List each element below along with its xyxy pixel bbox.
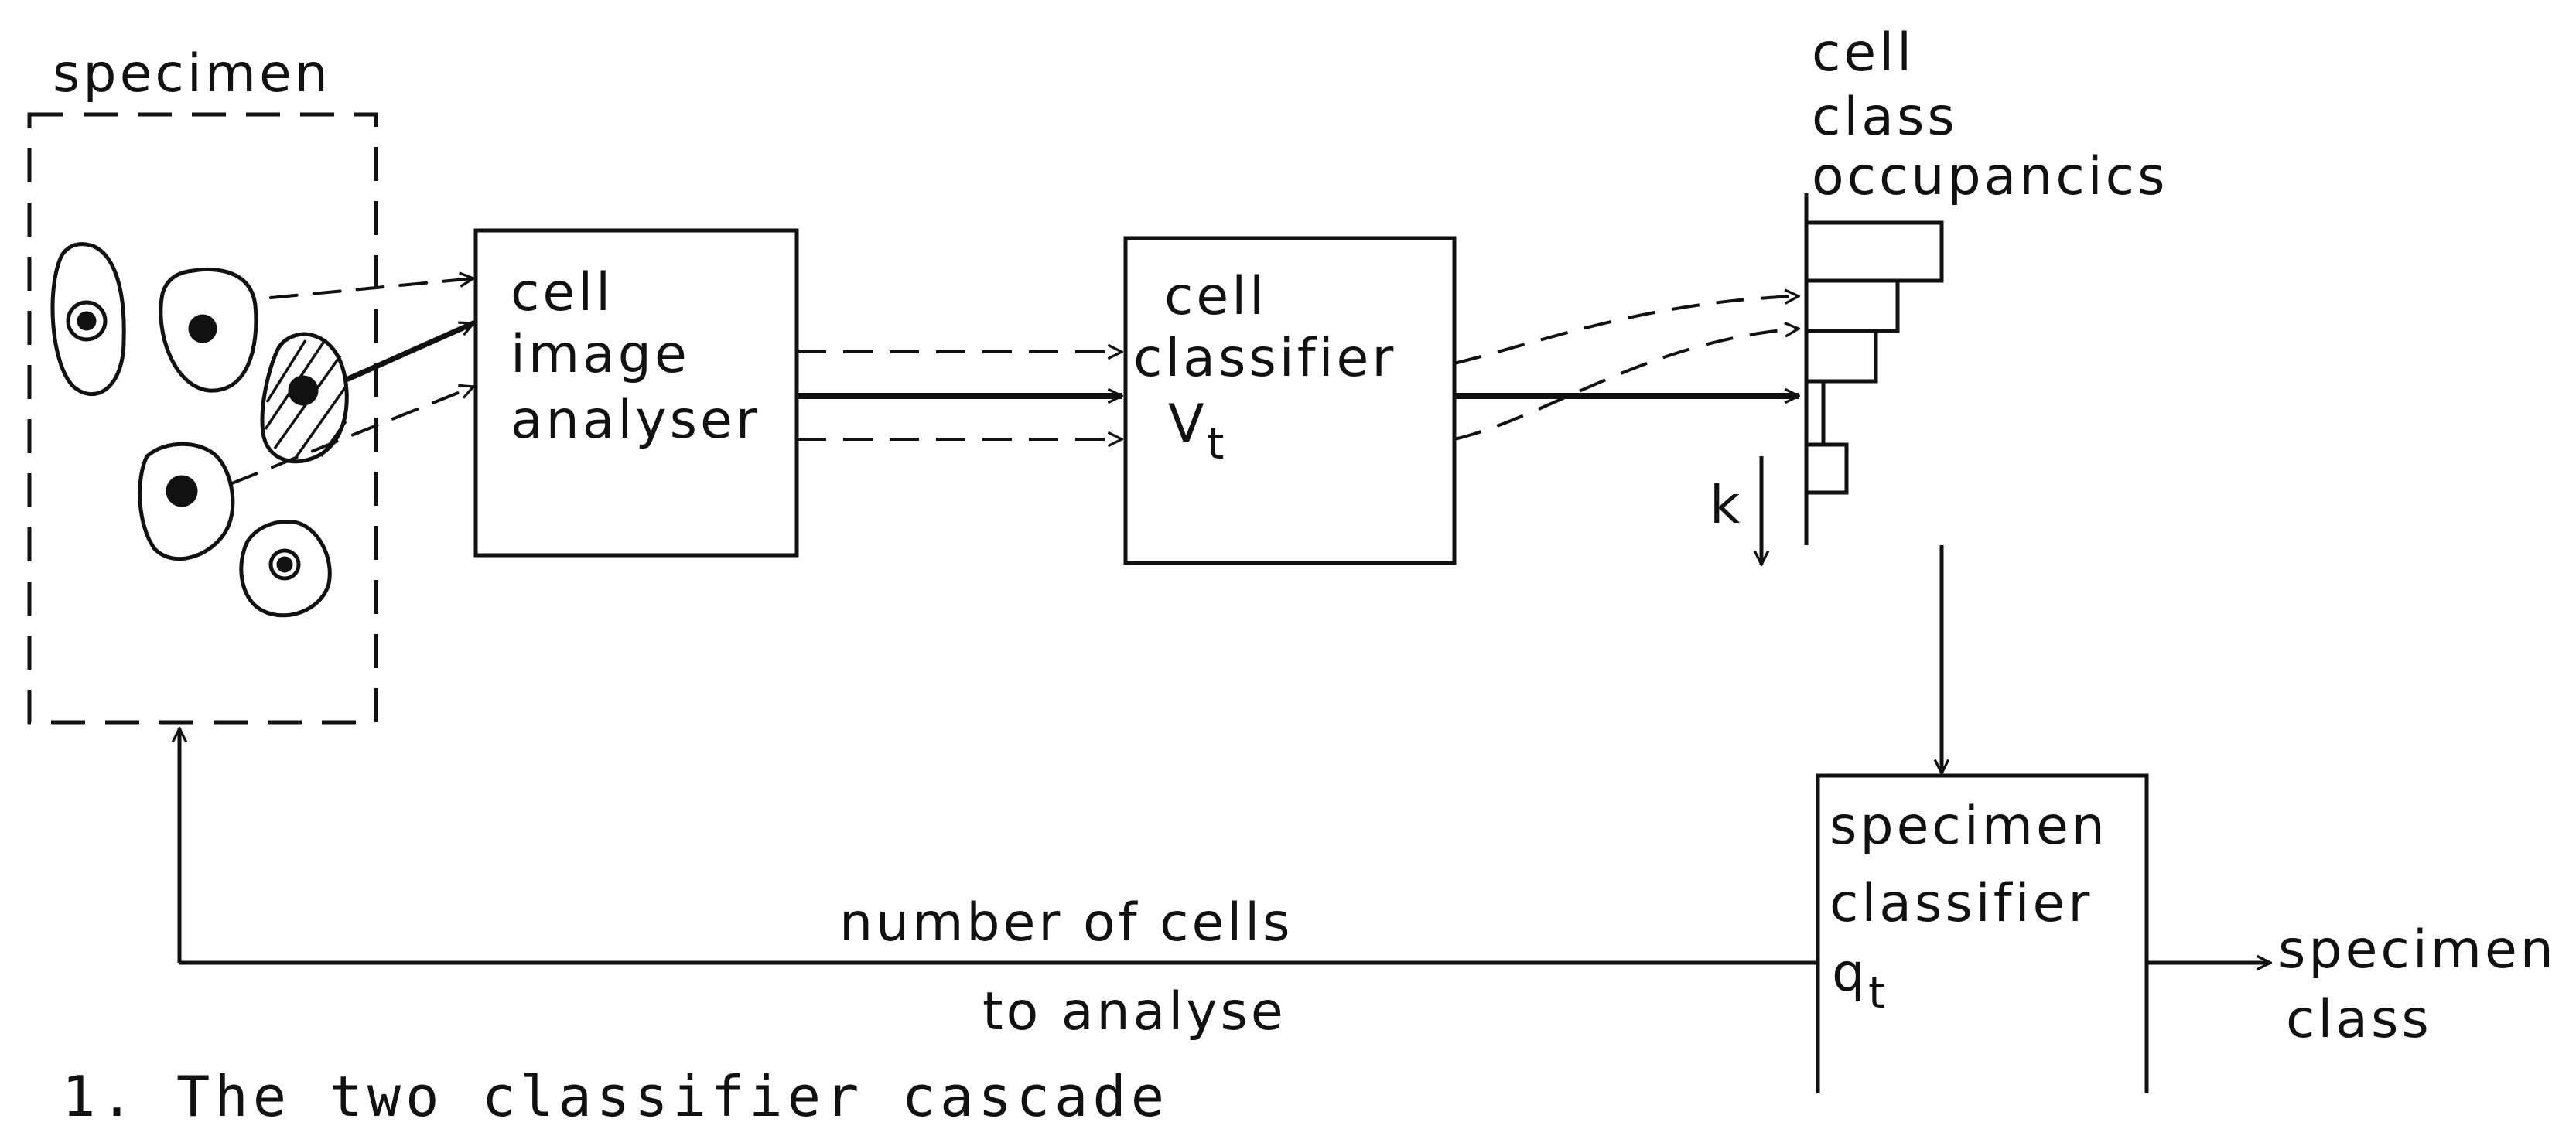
analyser-to-classifier-arrows	[797, 352, 1122, 439]
classifier-to-occupancy-arrows	[1454, 296, 1799, 439]
histogram-bar	[1806, 331, 1876, 381]
histogram-bar	[1806, 281, 1898, 331]
cell-1	[53, 244, 124, 394]
feedback-label-line1: number of cells	[839, 897, 1293, 950]
specimen-classifier-symbol: qt	[1832, 947, 1888, 1000]
occupancy-label-line1: cell	[1812, 27, 1915, 80]
occupancy-label-line2: class	[1812, 91, 1958, 144]
specimen-classifier-symbol-main: q	[1832, 943, 1868, 1004]
cells-group	[53, 244, 347, 616]
classifier-symbol-main: V	[1168, 394, 1208, 455]
classifier-label-line1: cell	[1164, 271, 1267, 323]
occupancy-histogram	[1806, 193, 1942, 545]
analyser-label-line1: cell	[511, 267, 613, 319]
cell-5	[241, 521, 330, 615]
histogram-bar	[1806, 381, 1823, 445]
specimen-classifier-line2: classifier	[1830, 878, 2093, 930]
histogram-bar	[1806, 223, 1942, 281]
cell-2	[161, 269, 256, 391]
specimen-label: specimen	[53, 48, 331, 101]
classifier-symbol: Vt	[1168, 398, 1228, 451]
classifier-symbol-sub: t	[1208, 419, 1228, 469]
histogram-bar	[1806, 445, 1847, 493]
feedback-label-line2: to analyse	[982, 986, 1286, 1039]
analyser-label-line3: analyser	[511, 394, 760, 447]
figure-caption: 1. The two classifier cascade	[62, 1069, 1169, 1124]
output-label-line2: class	[2286, 994, 2432, 1046]
specimen-classifier-symbol-sub: t	[1868, 968, 1888, 1018]
k-axis-label: k	[1710, 479, 1743, 532]
classifier-label-line2: classifier	[1133, 333, 1396, 385]
analyser-label-line2: image	[511, 329, 690, 381]
specimen-classifier-line1: specimen	[1830, 800, 2108, 853]
cell-4	[140, 444, 233, 558]
output-label-line1: specimen	[2278, 924, 2557, 977]
occupancy-label-line3: occupancics	[1812, 151, 2168, 203]
